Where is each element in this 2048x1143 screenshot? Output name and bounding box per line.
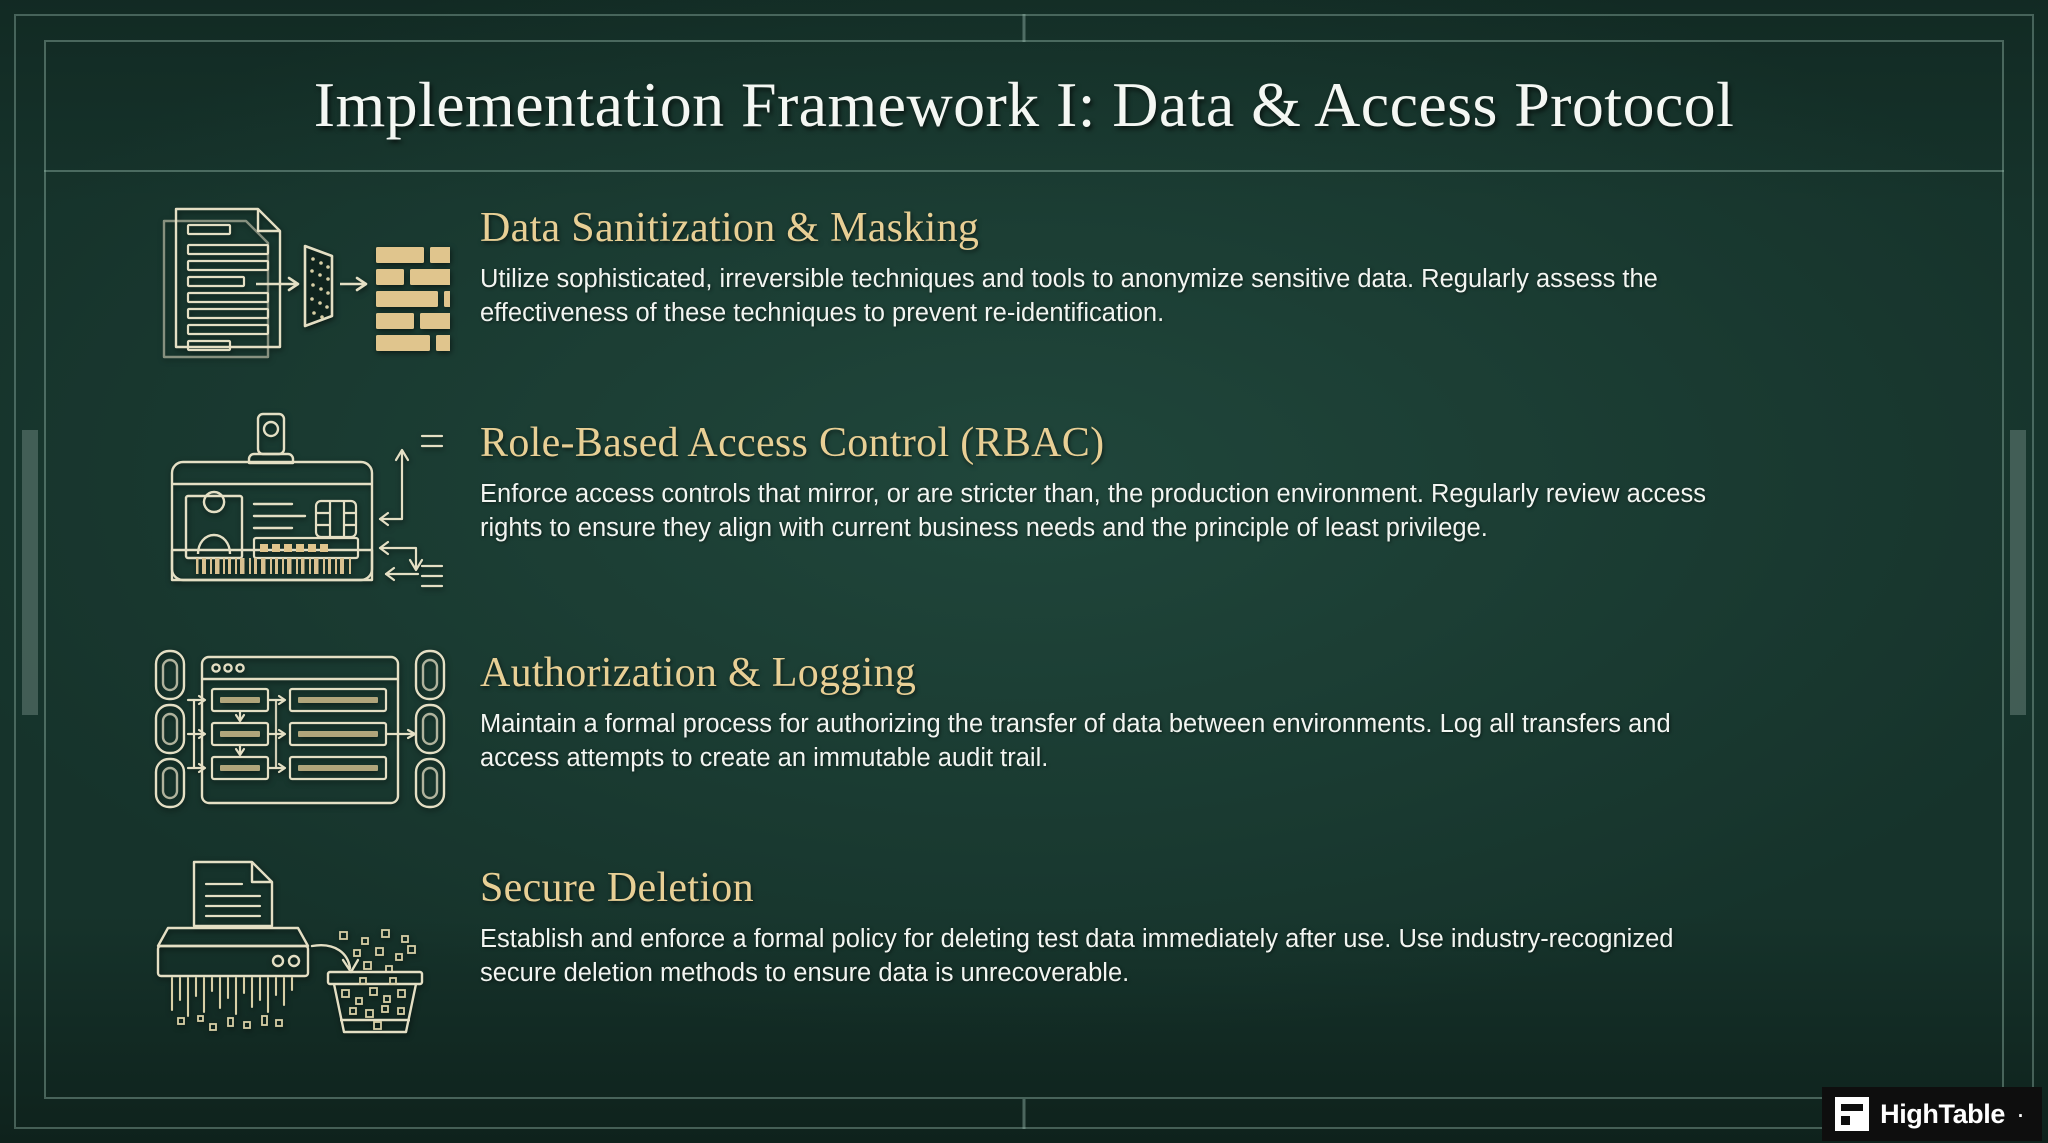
section-body: Establish and enforce a formal policy fo…	[480, 925, 1674, 988]
logo-trademark: ·	[2016, 1098, 2025, 1129]
section-text: Authorization & Logging Maintain a forma…	[450, 635, 1988, 775]
section-body: Utilize sophisticated, irreversible tech…	[480, 265, 1658, 328]
list-item: Authorization & Logging Maintain a forma…	[60, 635, 1988, 850]
list-item: Role-Based Access Control (RBAC) Enforce…	[60, 405, 1988, 635]
section-text: Secure Deletion Establish and enforce a …	[450, 850, 1988, 990]
left-edge-marker	[22, 430, 38, 715]
table-logo-icon	[1835, 1097, 1870, 1131]
hightable-logo[interactable]: HighTable ·	[1822, 1087, 2042, 1141]
title-bar: Implementation Framework I: Data & Acces…	[44, 40, 2004, 172]
section-heading: Authorization & Logging	[480, 650, 917, 696]
section-text: Role-Based Access Control (RBAC) Enforce…	[450, 405, 1988, 545]
section-body: Maintain a formal process for authorizin…	[480, 710, 1671, 773]
right-edge-marker	[2010, 430, 2026, 715]
id-badge-access-icon	[150, 405, 450, 595]
paper-shredder-icon	[150, 850, 450, 1040]
list-item: Data Sanitization & Masking Utilize soph…	[60, 190, 1988, 405]
bottom-center-tick	[1022, 1099, 1026, 1129]
sections-list: Data Sanitization & Masking Utilize soph…	[60, 190, 1988, 1083]
inner-frame-border	[44, 40, 2004, 1099]
top-center-tick	[1022, 14, 1026, 42]
chain-audit-log-icon	[150, 635, 450, 825]
section-body: Enforce access controls that mirror, or …	[480, 480, 1706, 543]
list-item: Secure Deletion Establish and enforce a …	[60, 850, 1988, 1065]
section-heading: Role-Based Access Control (RBAC)	[480, 420, 1105, 466]
section-heading: Secure Deletion	[480, 865, 754, 911]
section-text: Data Sanitization & Masking Utilize soph…	[450, 190, 1988, 330]
outer-frame-border	[14, 14, 2034, 1129]
section-heading: Data Sanitization & Masking	[480, 205, 980, 251]
logo-wordmark: HighTable	[1880, 1098, 2005, 1129]
page-title: Implementation Framework I: Data & Acces…	[313, 69, 1735, 140]
data-masking-icon	[150, 190, 450, 380]
